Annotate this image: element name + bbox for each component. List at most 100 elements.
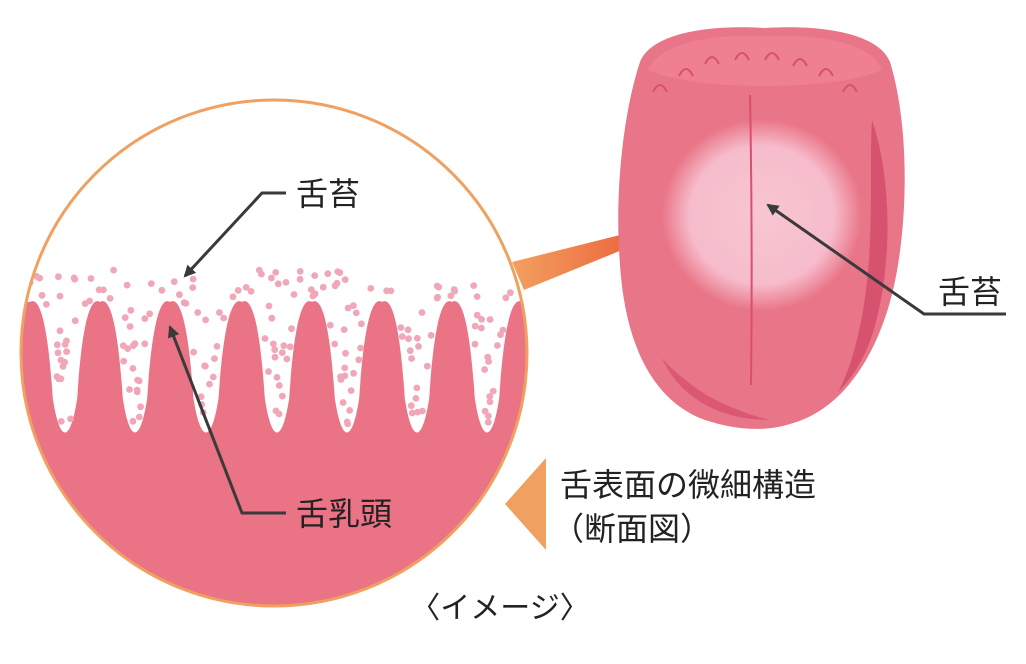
coating-dot	[478, 316, 485, 323]
coating-dot	[473, 311, 481, 319]
coating-dot	[255, 266, 263, 274]
tongue-tip-highlight	[648, 35, 882, 86]
coating-dot	[242, 284, 250, 291]
tongue-illustration	[618, 27, 905, 429]
tongue-bottom-shade	[662, 358, 770, 420]
coating-dot	[158, 286, 166, 294]
label-arrows	[168, 191, 1006, 515]
coating-dot	[189, 275, 197, 283]
coating-dot	[280, 342, 288, 350]
coating-dot	[55, 273, 62, 281]
coating-dot	[343, 418, 351, 426]
coating-dot	[433, 294, 441, 302]
coating-dot	[272, 407, 280, 415]
coating-dot	[86, 297, 93, 305]
coating-dot	[129, 365, 137, 372]
coating-dot	[216, 309, 223, 316]
coating-dot	[272, 269, 280, 276]
coating-dot	[341, 364, 349, 372]
coating-dot	[121, 314, 129, 321]
coating-dot	[398, 333, 406, 340]
coating-dot	[202, 316, 210, 324]
coating-dot	[127, 306, 135, 314]
coating-dot	[311, 290, 319, 298]
coating-dot	[346, 407, 354, 414]
coating-dot	[485, 412, 492, 420]
coating-dot	[146, 310, 154, 318]
label-coating-zoom: 舌苔	[296, 175, 360, 213]
coating-dot	[268, 274, 275, 282]
coating-dot	[406, 347, 414, 355]
coating-dot	[170, 278, 178, 286]
coating-dot	[123, 281, 131, 289]
coating-dot	[404, 326, 412, 334]
coating-dot	[119, 342, 127, 349]
tip-bump	[764, 52, 780, 61]
coating-dot	[38, 291, 46, 299]
coating-dot	[189, 284, 197, 291]
coating-dot	[71, 275, 79, 283]
coating-dot	[499, 326, 507, 334]
coating-dot	[484, 353, 492, 361]
coating-dot	[129, 342, 137, 349]
coating-dot	[278, 349, 286, 356]
coating-dot	[296, 268, 304, 275]
coating-dot	[486, 398, 494, 406]
coating-dot	[135, 377, 143, 385]
coating-dot	[415, 343, 422, 350]
coating-dot	[494, 342, 501, 349]
coating-dot	[190, 348, 198, 356]
coating-dot	[141, 340, 149, 348]
coating-tongue-arrow	[766, 203, 1006, 316]
coating-dot	[502, 294, 510, 302]
coating-dot	[265, 302, 273, 310]
coating-dot	[63, 348, 70, 355]
coating-dot	[194, 309, 202, 316]
tip-bump	[678, 68, 694, 77]
coating-dot	[337, 376, 345, 383]
coating-dot	[57, 418, 65, 425]
coating-dot	[283, 355, 291, 363]
coating-dot	[507, 289, 514, 297]
coating-dot	[412, 395, 420, 402]
triangle-left-icon	[505, 458, 546, 550]
coating-dot	[279, 392, 286, 400]
coating-dot	[427, 331, 435, 339]
tongue-right-shade	[838, 120, 888, 392]
coating-dot	[331, 340, 339, 348]
tip-bump	[842, 84, 858, 93]
coating-dot	[43, 301, 50, 308]
coating-dot	[450, 286, 458, 293]
tip-bump	[792, 58, 808, 67]
coating-dot	[473, 293, 481, 300]
coating-dot	[319, 283, 327, 291]
coating-dot	[147, 280, 155, 287]
coating-dot	[339, 399, 347, 406]
coating-dot	[340, 326, 348, 333]
label-papillae: 舌乳頭	[296, 495, 392, 533]
coating-dot	[350, 302, 357, 309]
coating-dot	[296, 275, 304, 283]
coating-dot	[418, 309, 426, 316]
coating-dot	[133, 386, 141, 394]
label-coating-tongue: 舌苔	[938, 273, 1002, 311]
coating-dot	[247, 288, 255, 295]
coating-dot	[87, 275, 95, 282]
coating-dot	[352, 309, 360, 317]
papillae-tissue	[21, 301, 527, 606]
coating-dot	[407, 402, 415, 410]
tongue-tip-papillae	[652, 52, 858, 93]
coating-dot	[261, 335, 269, 342]
coating-dot	[282, 279, 290, 286]
cross-section-zoom	[19, 98, 529, 608]
coating-dot	[326, 321, 334, 329]
coating-dot	[357, 344, 364, 352]
coating-dot	[367, 285, 375, 292]
footer-note: 〈イメージ〉	[410, 591, 589, 626]
coating-dot	[486, 316, 494, 323]
coating-dot	[344, 304, 352, 312]
coating-dot	[176, 291, 183, 299]
coating-dot	[471, 340, 479, 348]
coating-dot	[71, 317, 79, 325]
tongue-coating-patch	[662, 119, 862, 311]
